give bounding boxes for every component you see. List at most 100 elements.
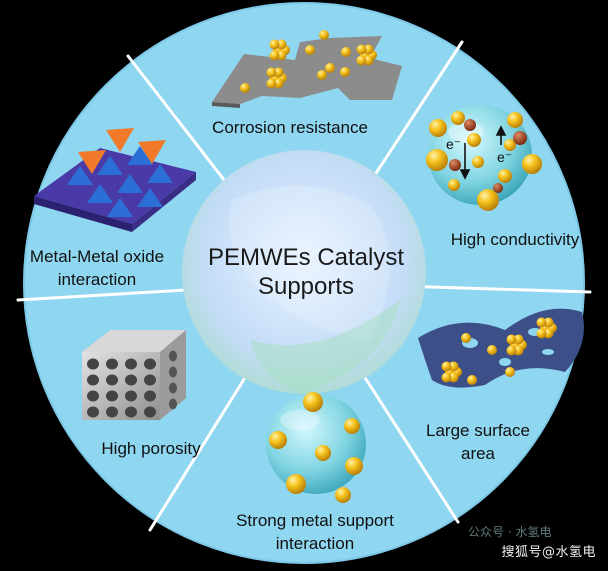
particle — [522, 154, 542, 174]
label-corrosion: Corrosion resistance — [212, 118, 368, 137]
watermark: 搜狐号@水氢电 — [501, 545, 596, 560]
pore — [169, 382, 177, 394]
particle — [341, 47, 351, 57]
electron-arrows — [459, 125, 507, 180]
oxide-particle — [513, 131, 527, 145]
cluster-particle — [506, 345, 517, 356]
cluster-particle — [363, 55, 374, 66]
particle — [240, 83, 250, 93]
particle — [461, 333, 471, 343]
cluster-particle — [363, 44, 374, 55]
particle — [269, 431, 287, 449]
cluster-particle — [448, 372, 459, 383]
oxide-particle — [493, 183, 503, 193]
oxide-pyramid — [87, 184, 113, 203]
label-strong-metal-support: Strong metal support interaction — [236, 511, 394, 553]
cluster-particle — [276, 50, 287, 61]
particle — [487, 345, 497, 355]
particle — [477, 189, 499, 211]
pore — [106, 374, 118, 386]
particle — [472, 156, 484, 168]
particle — [305, 45, 315, 55]
particle — [448, 179, 460, 191]
oxide-pyramid — [107, 198, 133, 217]
oxide-pyramids — [67, 128, 173, 217]
smsi-particles — [269, 392, 363, 503]
label-conductivity: High conductivity — [450, 230, 580, 249]
label-porosity: High porosity — [101, 439, 201, 458]
pore — [169, 366, 177, 378]
cluster-particle — [356, 55, 367, 66]
cluster-particle — [536, 317, 547, 328]
particle — [315, 445, 331, 461]
porosity-pores — [87, 350, 177, 418]
metal-tetrahedron — [78, 150, 106, 174]
particle — [451, 111, 465, 125]
oxide-pyramid — [97, 156, 123, 175]
pore — [144, 374, 156, 386]
cluster-particle — [513, 345, 524, 356]
smsi-illustration — [266, 394, 366, 494]
oxide-particle — [464, 119, 476, 131]
cluster-particle — [269, 50, 280, 61]
oxide-pyramid — [117, 174, 143, 193]
cluster-particle — [266, 67, 277, 78]
pore — [125, 390, 137, 402]
particle — [505, 367, 515, 377]
particle — [340, 67, 350, 77]
pore — [169, 398, 177, 410]
particle — [317, 70, 327, 80]
metal-tetrahedron — [106, 128, 134, 152]
pore — [106, 390, 118, 402]
pore — [169, 350, 177, 362]
pore — [144, 406, 156, 418]
cluster-particle — [273, 67, 284, 78]
label-surface-area: Large surface area — [426, 421, 530, 463]
particle — [426, 149, 448, 171]
cluster-particle — [448, 361, 459, 372]
cluster-particle — [441, 361, 452, 372]
pore — [87, 374, 99, 386]
pore — [125, 406, 137, 418]
cluster-particle — [266, 78, 277, 89]
particle — [286, 474, 306, 494]
particle — [467, 133, 481, 147]
metal-oxide-illustration — [34, 148, 196, 232]
particle — [345, 457, 363, 475]
particle — [303, 392, 323, 412]
oxide-pyramid — [67, 166, 93, 185]
cluster-particle — [513, 334, 524, 345]
center-title: PEMWEs Catalyst Supports — [207, 244, 405, 300]
pore — [144, 390, 156, 402]
conductivity-particles — [426, 111, 542, 211]
pore — [87, 390, 99, 402]
pore — [125, 374, 137, 386]
particle — [344, 418, 360, 434]
electron-label: e⁻ — [497, 149, 513, 165]
particle — [467, 375, 477, 385]
cluster-particle — [269, 39, 280, 50]
particle — [498, 169, 512, 183]
pore — [125, 358, 137, 370]
pore — [87, 406, 99, 418]
watermark-secondary: 公众号 · 水氢电 — [468, 525, 552, 539]
electron-label: e⁻ — [446, 136, 462, 152]
oxide-pyramid — [137, 188, 163, 207]
particle — [319, 30, 329, 40]
label-metal-oxide: Metal-Metal oxide interaction — [29, 247, 165, 289]
particle — [325, 63, 335, 73]
cluster-particle — [506, 334, 517, 345]
cluster-particle — [273, 78, 284, 89]
particle — [507, 112, 523, 128]
cluster-particle — [543, 317, 554, 328]
metal-tetrahedron — [138, 140, 166, 164]
corrosion-particles — [240, 30, 377, 93]
particle — [335, 487, 351, 503]
cluster-particle — [356, 44, 367, 55]
oxide-pyramid — [127, 146, 153, 165]
particle — [429, 119, 447, 137]
center-circle — [182, 150, 426, 394]
surface-particles — [441, 317, 557, 385]
